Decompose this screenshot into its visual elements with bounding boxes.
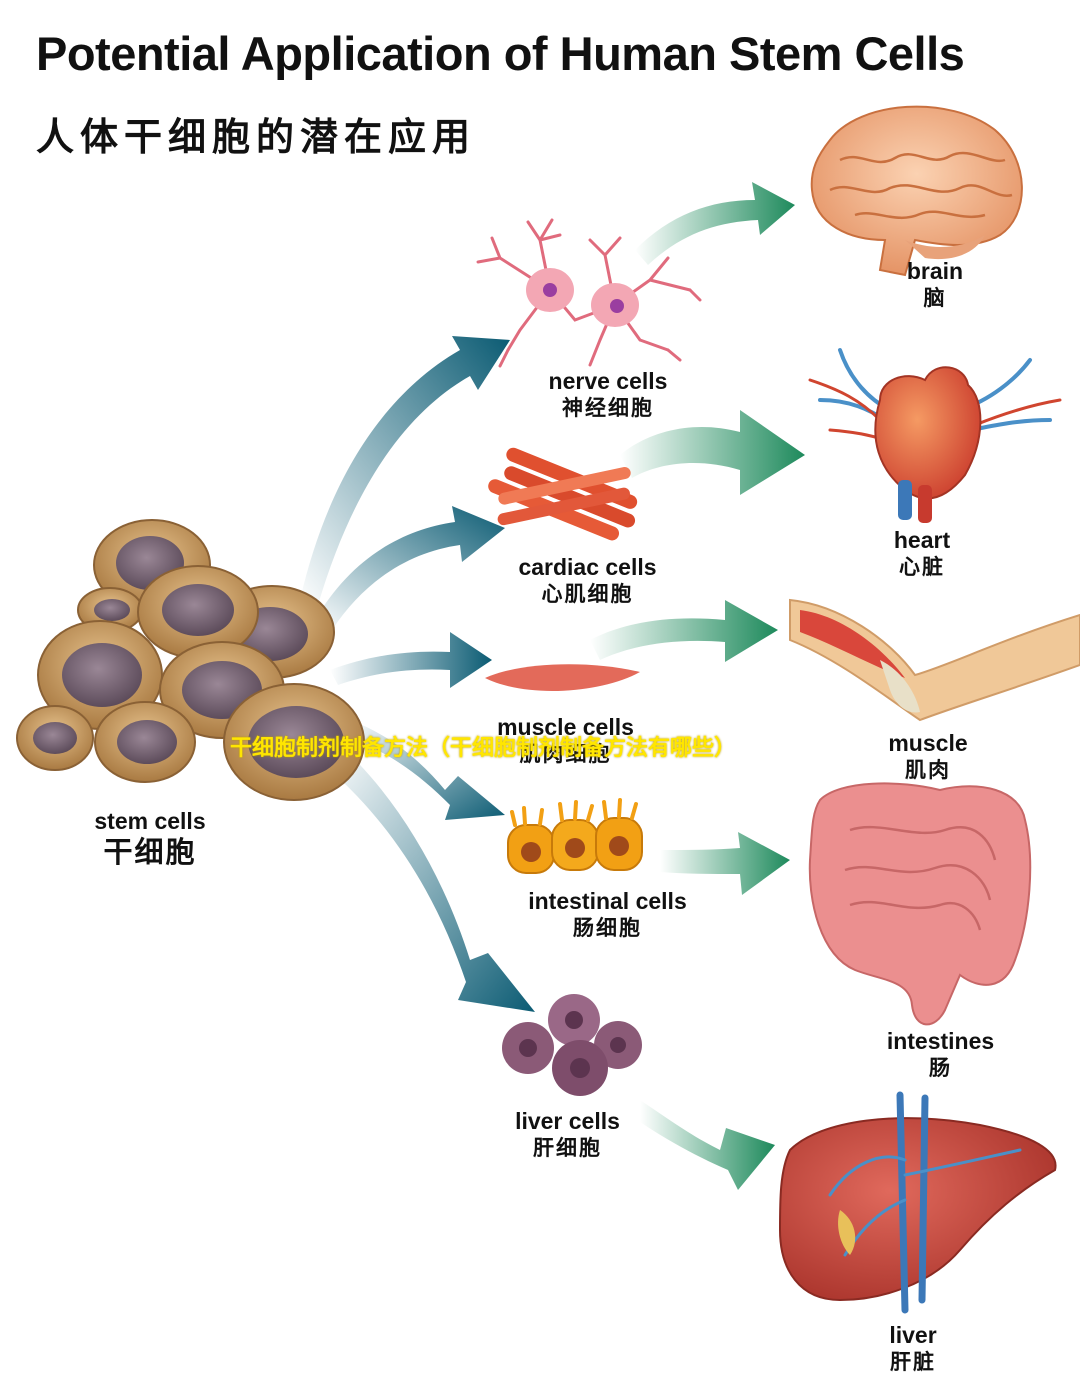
muscle-label-en: muscle: [888, 730, 968, 756]
organ-arrows: [590, 182, 805, 1190]
arrow-to-cardiac-cells: [315, 506, 505, 630]
arrow-to-liver-cells: [330, 745, 535, 1012]
brain-label: brain 脑: [885, 258, 985, 311]
intestinal-cells-label: intestinal cells 肠细胞: [510, 888, 705, 941]
muscle-label: muscle 肌肉: [868, 730, 988, 783]
liver-label-zh: 肝脏: [890, 1350, 936, 1375]
liver-image: [778, 1091, 1057, 1314]
arrow-to-liver: [640, 1100, 775, 1190]
muscle-label-zh: 肌肉: [905, 758, 951, 783]
arrow-to-heart: [620, 410, 805, 495]
stem-cells-label-en: stem cells: [94, 808, 206, 834]
heart-image: [808, 348, 1062, 523]
intestines-label-zh: 肠: [929, 1056, 952, 1081]
muscle-cells-label-en: muscle cells: [497, 714, 634, 740]
heart-label-en: heart: [893, 527, 951, 553]
arrow-to-muscle-cells: [330, 632, 492, 688]
muscle-image: [789, 598, 1080, 722]
stem-cells-label: stem cells 干细胞: [70, 808, 230, 870]
stem-cells-image: [16, 519, 365, 801]
intestinal-cells-label-en: intestinal cells: [528, 888, 687, 914]
intestines-label: intestines 肠: [868, 1028, 1013, 1081]
heart-label: heart 心脏: [872, 527, 972, 580]
arrow-to-nerve-cells: [300, 336, 510, 605]
stem-arrows: [300, 336, 535, 1012]
nerve-cells-label-en: nerve cells: [548, 368, 668, 394]
liver-label-en: liver: [889, 1322, 937, 1348]
nerve-cell-bodies: [526, 268, 639, 327]
overlay-caption: 干细胞制剂制备方法（干细胞制剂制备方法有哪些）: [230, 736, 737, 761]
intestinal-cells-image: [507, 798, 643, 874]
page-title: Potential Application of Human Stem Cell…: [36, 27, 965, 80]
muscle-cells-image: [485, 664, 640, 691]
brain-label-en: brain: [906, 258, 964, 284]
brain-label-zh: 脑: [923, 286, 947, 311]
stem-cells-label-zh: 干细胞: [103, 835, 197, 870]
arrow-to-intestines: [660, 832, 790, 895]
liver-cells-label-en: liver cells: [515, 1108, 620, 1134]
intestines-image: [808, 782, 1032, 1026]
liver-cells-label-zh: 肝细胞: [533, 1136, 602, 1161]
intestines-label-en: intestines: [886, 1028, 995, 1054]
page-subtitle: 人体干细胞的潜在应用: [36, 115, 477, 159]
intestinal-cells-label-zh: 肠细胞: [573, 916, 642, 941]
arrow-to-intestinal-cells: [350, 720, 505, 820]
cardiac-cells-label-en: cardiac cells: [518, 554, 657, 580]
nerve-cells-label: nerve cells 神经细胞: [518, 368, 698, 421]
arrow-to-muscle: [590, 600, 778, 662]
liver-cells-label: liver cells 肝细胞: [495, 1108, 640, 1161]
cardiac-cells-label-zh: 心肌细胞: [541, 582, 634, 607]
cardiac-cells-label: cardiac cells 心肌细胞: [500, 554, 675, 607]
heart-label-zh: 心脏: [899, 555, 945, 580]
cardiac-cells-image: [488, 447, 638, 541]
nerve-cells-label-zh: 神经细胞: [562, 396, 654, 421]
brain-image: [810, 105, 1023, 277]
arrow-to-brain: [635, 182, 795, 265]
muscle-cells-label: muscle cells 肌肉细胞: [478, 714, 653, 767]
liver-label: liver 肝脏: [868, 1322, 958, 1375]
liver-cells-image: [502, 994, 642, 1096]
muscle-cells-label-zh: 肌肉细胞: [519, 742, 612, 767]
